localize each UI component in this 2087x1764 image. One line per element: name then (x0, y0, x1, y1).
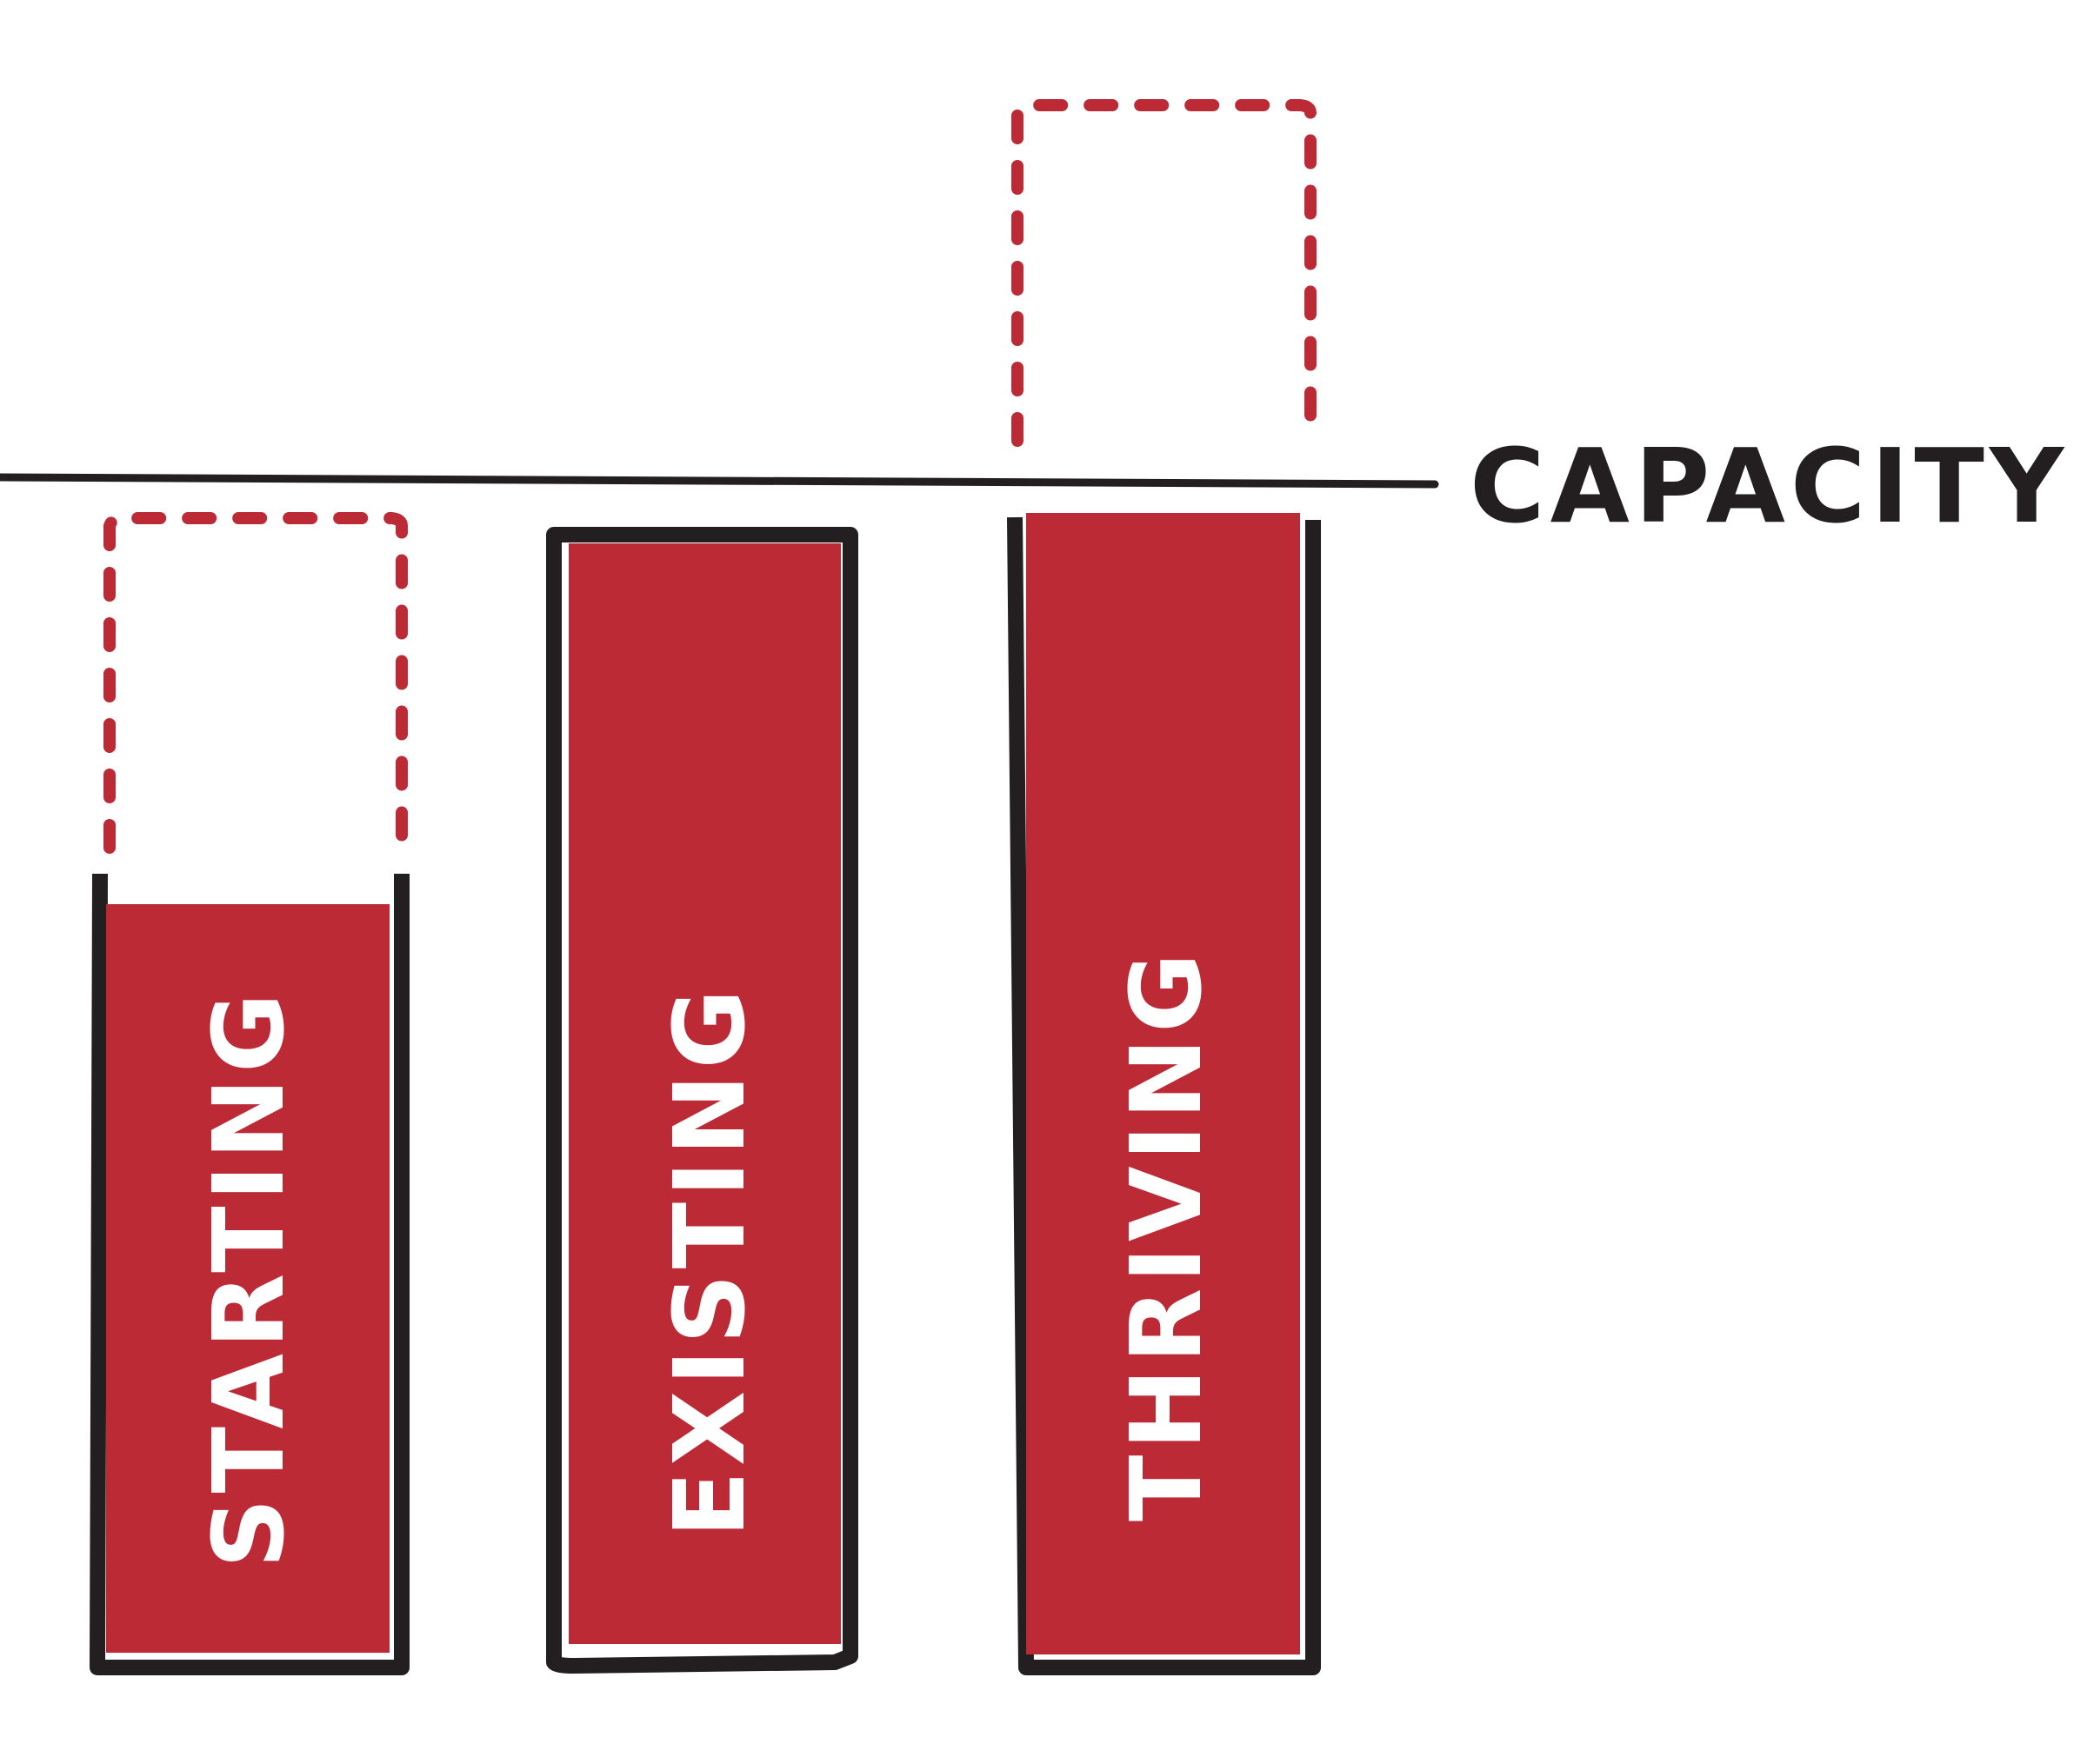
bar-starting-label: STARTING (193, 988, 306, 1568)
bar-starting-fill (106, 904, 390, 1653)
bar-thriving-label: THRIVING (1110, 948, 1224, 1521)
bar-thriving-dashed-extension (1011, 99, 1317, 447)
bar-existing-fill (569, 543, 841, 1644)
capacity-line (0, 473, 1439, 489)
bar-starting-outline (90, 873, 410, 1675)
bar-thriving: THRIVING (1007, 99, 1321, 1675)
bar-existing-outline (546, 527, 858, 1674)
bar-thriving-outline (1007, 516, 1321, 1675)
bar-thriving-fill (1026, 513, 1300, 1654)
bar-starting-dashed-extension (103, 512, 408, 854)
bar-starting: STARTING (90, 512, 410, 1675)
capacity-label: CAPACITY (1470, 426, 2069, 546)
bar-existing-label: EXISTING (654, 984, 767, 1538)
bar-existing: EXISTING (546, 527, 858, 1674)
